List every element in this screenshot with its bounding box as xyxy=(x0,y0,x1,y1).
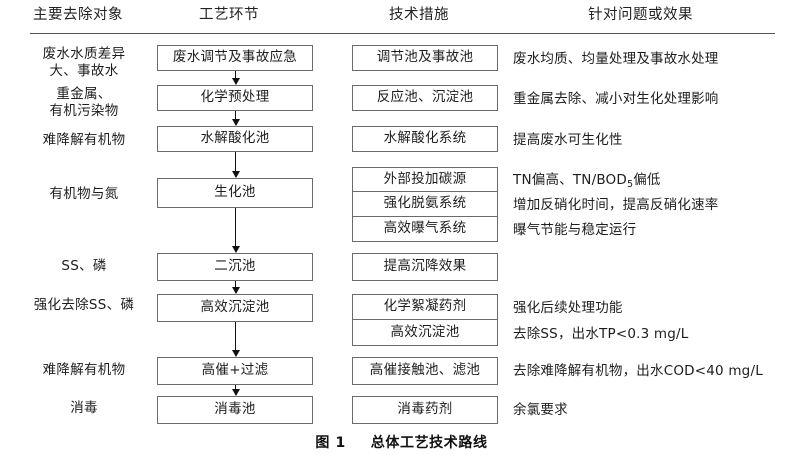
flow-arrow-1 xyxy=(231,71,240,85)
measure-box-efficient-aeration-system[interactable]: 高效曝气系统 xyxy=(352,217,498,242)
measure-box-regulation-accident-tank[interactable]: 调节池及事故池 xyxy=(352,45,498,71)
effect-text-1: 废水均质、均量处理及事故水处理 xyxy=(513,51,719,67)
removal-target-label-3: 难降解有机物 xyxy=(42,132,126,148)
process-box-wastewater-regulation[interactable]: 废水调节及事故应急 xyxy=(157,45,313,71)
removal-target-label-1: 废水水质差异 大、事故水 xyxy=(42,46,126,79)
flow-arrow-3 xyxy=(231,152,240,178)
measure-box-enhanced-denitrification-system[interactable]: 强化脱氨系统 xyxy=(352,192,498,217)
flow-arrow-6 xyxy=(231,322,240,357)
effect-text-6a: 强化后续处理功能 xyxy=(513,300,623,316)
column-header-technical-measure: 技术措施 xyxy=(389,7,449,23)
process-box-chemical-pretreatment[interactable]: 化学预处理 xyxy=(157,85,313,111)
effect-tn-suffix: 偏低 xyxy=(633,172,661,188)
process-box-high-efficiency-sedimentation[interactable]: 高效沉淀池 xyxy=(157,294,313,322)
effect-tn-prefix: TN偏高、TN/BOD xyxy=(513,172,627,188)
column-header-process-stage: 工艺环节 xyxy=(199,7,259,23)
removal-target-label-2: 重金属、 有机污染物 xyxy=(49,86,119,119)
effect-text-8: 余氯要求 xyxy=(513,402,568,418)
effect-text-6b: 去除SS，出水TP<0.3 mg/L xyxy=(513,326,689,342)
effect-text-4a: TN偏高、TN/BOD5偏低 xyxy=(513,172,661,190)
effect-text-7: 去除难降解有机物，出水COD<40 mg/L xyxy=(513,363,763,379)
figure-caption: 图 1 总体工艺技术路线 xyxy=(0,432,803,452)
effect-text-4c: 曝气节能与稳定运行 xyxy=(513,222,637,238)
figure-caption-number: 图 1 xyxy=(315,435,346,451)
process-box-catalysis-filtration[interactable]: 高催+过滤 xyxy=(157,357,313,385)
measure-box-external-carbon-source[interactable]: 外部投加碳源 xyxy=(352,167,498,192)
flow-arrow-7 xyxy=(231,385,240,396)
column-header-removal-target: 主要去除对象 xyxy=(33,7,123,23)
flow-arrow-5 xyxy=(231,281,240,294)
measure-box-hydrolysis-acidification-system[interactable]: 水解酸化系统 xyxy=(352,126,498,152)
measure-box-reaction-sedimentation-tank[interactable]: 反应池、沉淀池 xyxy=(352,85,498,111)
removal-target-label-8: 消毒 xyxy=(70,400,98,416)
process-box-biochemical-tank[interactable]: 生化池 xyxy=(157,178,313,208)
measure-box-high-efficiency-sedimentation-tank[interactable]: 高效沉淀池 xyxy=(352,320,498,346)
effect-text-2: 重金属去除、减小对生化处理影响 xyxy=(513,91,719,107)
removal-target-label-4: 有机物与氮 xyxy=(49,186,119,202)
process-box-disinfection-tank[interactable]: 消毒池 xyxy=(157,396,313,424)
measure-box-disinfectant[interactable]: 消毒药剂 xyxy=(352,396,498,424)
measure-box-improve-settling-effect[interactable]: 提高沉降效果 xyxy=(352,253,498,281)
process-box-secondary-clarifier[interactable]: 二沉池 xyxy=(157,253,313,281)
removal-target-label-5: SS、磷 xyxy=(61,258,107,274)
figure-caption-title: 总体工艺技术路线 xyxy=(370,435,488,451)
flow-arrow-4 xyxy=(231,208,240,253)
header-divider-rule xyxy=(30,33,775,34)
removal-target-label-7: 难降解有机物 xyxy=(42,362,126,378)
effect-text-3: 提高废水可生化性 xyxy=(513,132,623,148)
process-box-hydrolysis-acidification[interactable]: 水解酸化池 xyxy=(157,126,313,152)
removal-target-label-6: 强化去除SS、磷 xyxy=(33,297,135,313)
column-header-problem-effect: 针对问题或效果 xyxy=(588,7,693,23)
effect-text-4b: 增加反硝化时间，提高反硝化速率 xyxy=(513,197,719,213)
measure-box-chemical-flocculant[interactable]: 化学絮凝药剂 xyxy=(352,294,498,320)
effect-tn-subscript: 5 xyxy=(626,179,634,190)
flow-arrow-2 xyxy=(231,111,240,126)
measure-box-catalytic-contact-filter-tank[interactable]: 高催接触池、滤池 xyxy=(352,357,498,385)
